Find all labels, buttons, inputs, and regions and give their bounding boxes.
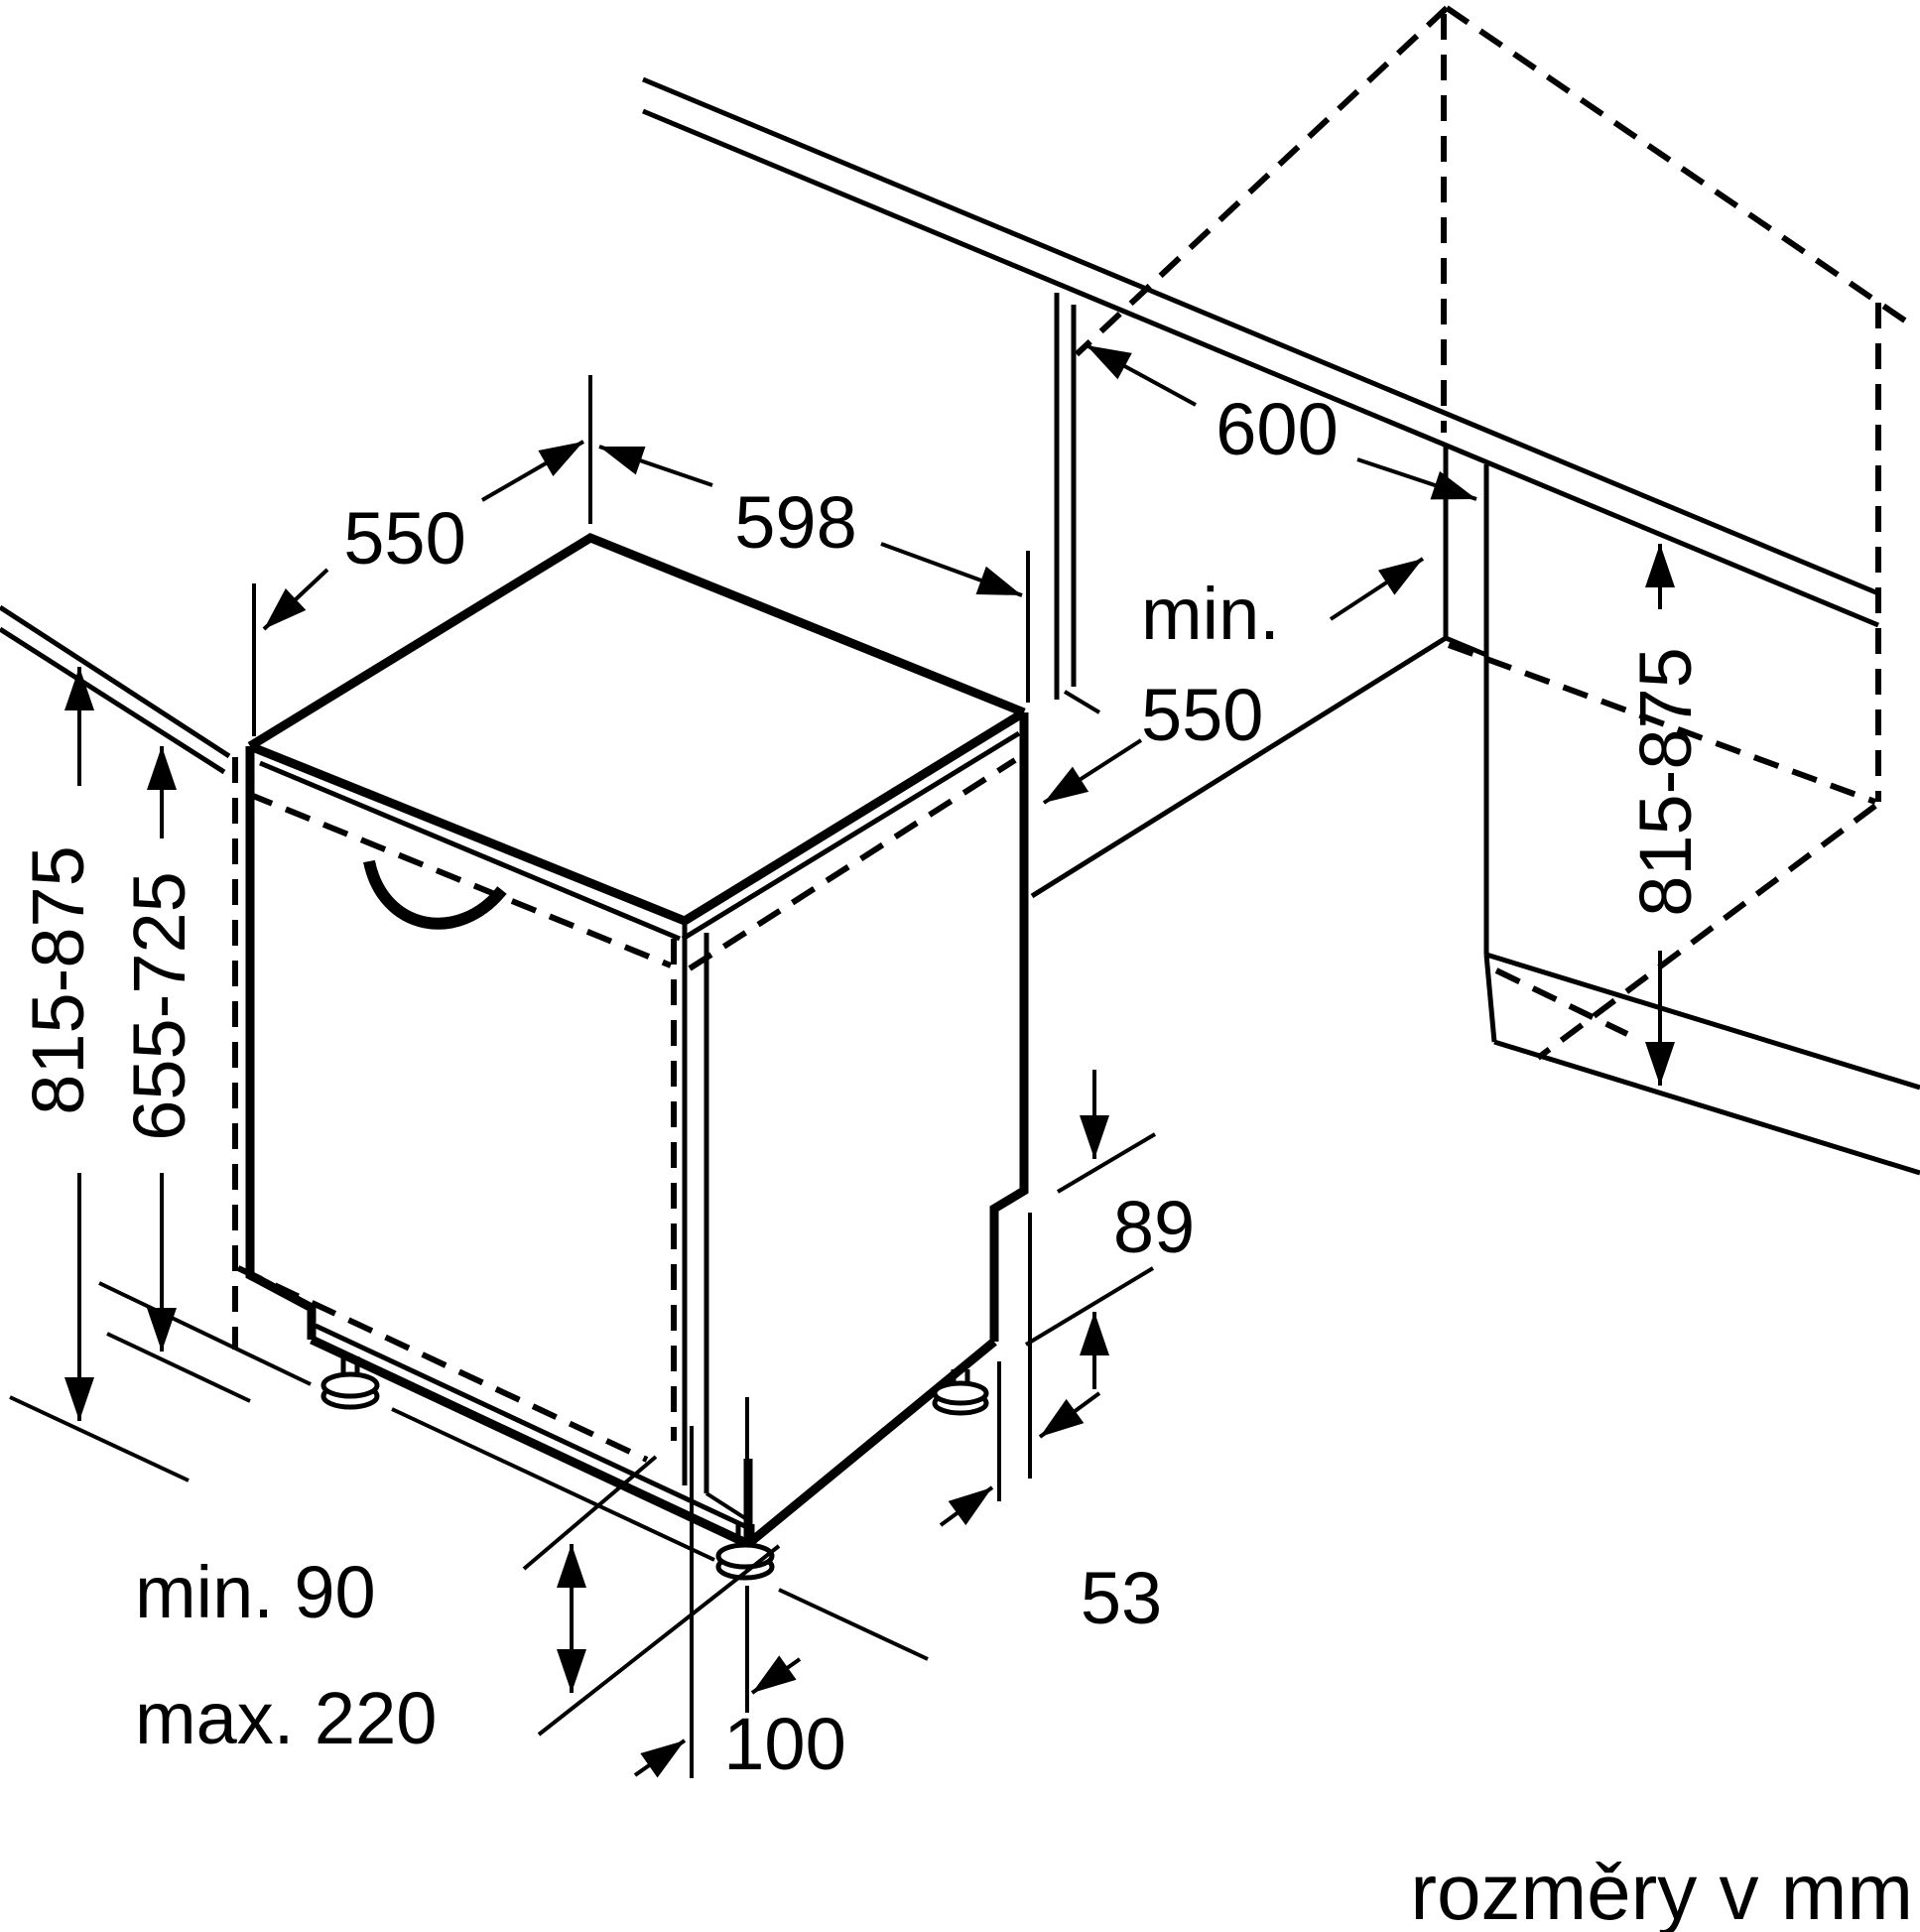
foot-front-left [320,1356,380,1410]
floor-tick-left [9,1395,190,1482]
left-countertop [0,604,231,775]
door-top-dashed-left [246,791,673,968]
label-appliance-height: 815-875 [17,845,99,1115]
niche-corner-joint [1445,635,1487,658]
base-bottom-front-edge [310,1335,750,1549]
right-panel-bottom-left-edge [1483,954,1497,1043]
niche-left-panel-foot-stub [1063,690,1101,714]
dim-line-53-right [1038,1391,1101,1439]
dim-line-598-left [598,445,713,487]
floor-lines [9,1281,929,1661]
dim-line-600-right [1356,457,1477,501]
door-left-edge [245,746,317,1340]
right-counter-top-edge [642,76,1879,596]
label-toe-kick-depth: 100 [723,1703,845,1785]
dim-line-100-left [633,1739,687,1778]
label-niche-depth-value: 550 [1141,674,1263,756]
foot-rear-right [932,1369,989,1416]
floor-line-seg2 [391,1407,715,1562]
base-corner-joint [704,1491,750,1522]
dim-line-niche-depth-upper [1329,557,1425,621]
tick-89-bottom [1024,1266,1155,1347]
appliance-feet [320,1356,989,1581]
rear-right-edge [989,712,1029,1342]
floor-line-seg3 [778,1588,929,1661]
label-niche-depth-min: min. [1141,573,1280,655]
right-counter-bottom-edge [642,108,1879,628]
dashed-top-right-ray [1445,5,1917,330]
dimension-550: 550 [252,375,592,736]
dim-line-niche-depth-lower [1042,738,1143,805]
dimension-door-panel: 655-725 [118,746,200,1352]
dim-line-550-lower [262,568,329,631]
right-panel-bottom-lower-edge [1493,1039,1920,1176]
dashed-bottom-rear-edge [1447,642,1877,805]
foot-base [932,1380,989,1406]
dim-line-53-left [939,1485,994,1527]
top-face-inner-left [259,760,681,942]
tick-plinth-bottom [537,1544,781,1737]
dimension-53: 53 [939,1213,1162,1639]
niche-cabinet [642,76,1920,1176]
right-panel-bottom-top-edge [1485,952,1920,1091]
plinth-dashed-line [236,1265,649,1463]
dashed-bottom-front-edge [1536,803,1877,1061]
tick-89-top [1056,1132,1157,1194]
label-door-panel-height: 655-725 [118,871,200,1141]
dimension-600: 600 [1086,343,1477,501]
niche-dashed-volume [1074,5,1917,1061]
tick-plinth-top [522,1455,658,1571]
dimension-height-left: 815-875 [17,667,99,1421]
base-top-line [314,1323,751,1531]
label-top-width: 598 [734,481,856,564]
dimension-niche-height: 815-875 [1624,544,1707,1086]
foot-base [320,1371,380,1399]
caption-units: rozměry v mm [1410,1848,1913,1932]
left-counter-top-edge [0,604,231,759]
label-plinth-min: min. 90 [135,1551,376,1633]
dim-line-598-right [880,542,1023,597]
door-handle-icon [363,859,507,930]
label-counter-depth: 600 [1216,388,1338,470]
label-niche-height: 815-875 [1624,647,1707,917]
label-plinth-max: max. 220 [135,1677,437,1759]
dim-line-100-right [750,1655,802,1695]
dimension-89: 89 [1024,1070,1195,1389]
top-face-front-edges [248,708,1027,927]
door-top-dashed-right [688,757,1017,971]
dimension-niche-depth: min. 550 [1042,557,1425,805]
label-rear-recess-depth: 53 [1081,1557,1162,1639]
floor-line-seg1 [98,1281,312,1386]
dim-line-550-upper [480,440,585,502]
dashed-floor-stub [1494,967,1629,1037]
niche-floor-front-edge [1030,635,1448,899]
dim-line-600-left [1086,343,1197,407]
dimension-598: 598 [598,445,1030,703]
label-top-depth: 550 [343,497,465,580]
dimension-100: 100 [633,1397,846,1785]
top-face-inner-right [681,730,1021,942]
door-bottom-tick [106,1332,251,1403]
dashed-top-left-ray [1074,5,1450,357]
left-counter-bottom-edge [0,626,226,775]
dimension-plinth: min. 90 max. 220 [135,1455,781,1759]
top-face-rear-edges [247,532,1026,750]
label-rear-recess-height: 89 [1113,1186,1195,1268]
